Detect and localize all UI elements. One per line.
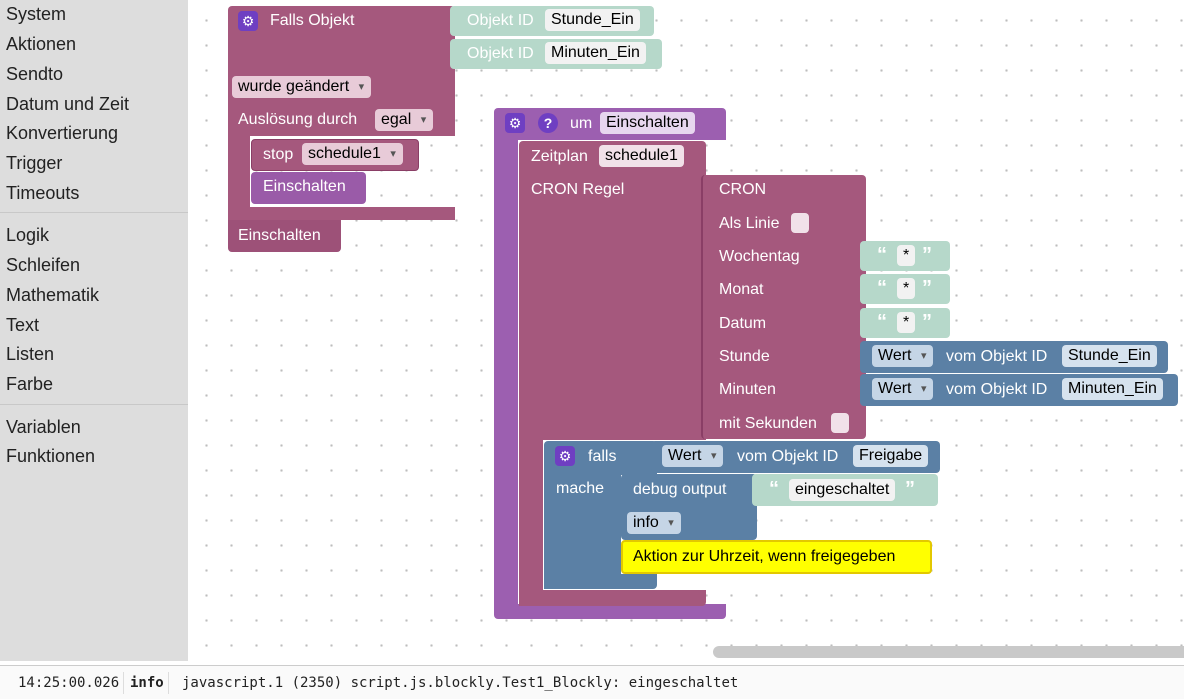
if-block-bottom — [544, 574, 657, 589]
open-quote-icon: “ — [877, 277, 887, 299]
category-system[interactable]: System — [6, 4, 67, 24]
open-quote-icon: “ — [877, 311, 887, 333]
object-id-field[interactable]: Freigabe — [853, 445, 929, 467]
call-function-label: Einschalten — [263, 178, 346, 195]
category-aktionen[interactable]: Aktionen — [6, 34, 77, 54]
trigger-block[interactable] — [228, 6, 455, 36]
close-quote-icon: ” — [922, 277, 932, 299]
close-quote-icon: ” — [922, 311, 932, 333]
object-id-label: Objekt ID — [467, 45, 534, 62]
debug-level-dropdown[interactable]: info — [627, 512, 681, 534]
close-quote-icon: ” — [922, 244, 932, 266]
changed-dropdown[interactable]: wurde geändert — [232, 76, 372, 98]
comment-text: Aktion zur Uhrzeit, wenn freigegeben — [633, 548, 896, 565]
comment-block[interactable] — [621, 540, 932, 574]
from-object-label: vom Objekt ID — [946, 381, 1048, 398]
cron-rule-label: CRON Regel — [531, 181, 625, 198]
object-id-field[interactable]: Stunde_Ein — [545, 9, 640, 31]
category-trigger[interactable]: Trigger — [6, 153, 63, 173]
trigger-by-label: Auslösung durch — [238, 111, 358, 128]
if-label: falls — [588, 448, 617, 465]
star-field[interactable]: * — [897, 312, 916, 333]
trigger-block-spine — [228, 136, 250, 220]
cron-title: CRON — [719, 181, 767, 198]
schedule-block-body[interactable] — [519, 175, 706, 440]
do-label: mache — [556, 480, 605, 497]
object-id-field[interactable]: Minuten_Ein — [1062, 378, 1163, 400]
cron-block[interactable] — [701, 175, 866, 439]
with-seconds-label: mit Sekunden — [719, 415, 817, 432]
category-separator — [0, 404, 188, 405]
object-id-field[interactable]: Stunde_Ein — [1062, 345, 1157, 367]
horizontal-scrollbar[interactable] — [713, 646, 1184, 658]
weekday-label: Wochentag — [719, 248, 800, 265]
schedule-block-spine — [519, 440, 543, 606]
trigger-block-bottom — [228, 207, 455, 220]
schedule-block-bottom — [519, 590, 706, 606]
open-quote-icon: “ — [877, 244, 887, 266]
gear-icon[interactable]: ⚙ — [505, 113, 525, 133]
toolbox-sidebar: System Aktionen Sendto Datum und Zeit Ko… — [0, 0, 188, 661]
category-logik[interactable]: Logik — [6, 225, 50, 245]
value-dropdown[interactable]: Wert — [872, 345, 934, 367]
trigger-block-footer[interactable] — [228, 220, 341, 252]
stop-schedule-dropdown[interactable]: schedule1 — [302, 143, 403, 165]
category-datum-und-zeit[interactable]: Datum und Zeit — [6, 94, 130, 114]
category-listen[interactable]: Listen — [6, 344, 55, 364]
log-bar: 14:25:00.026 info javascript.1 (2350) sc… — [0, 665, 1184, 699]
value-dropdown[interactable]: Wert — [872, 378, 934, 400]
category-schleifen[interactable]: Schleifen — [6, 255, 81, 275]
category-separator — [0, 212, 188, 213]
month-label: Monat — [719, 281, 764, 298]
function-name-field[interactable]: Einschalten — [600, 112, 695, 134]
date-label: Datum — [719, 315, 767, 332]
close-quote-icon: ” — [905, 478, 915, 500]
debug-label: debug output — [633, 481, 727, 498]
category-timeouts[interactable]: Timeouts — [6, 183, 80, 203]
gear-icon[interactable]: ⚙ — [555, 446, 575, 466]
category-text[interactable]: Text — [6, 315, 40, 335]
schedule-label: Zeitplan — [531, 148, 588, 165]
value-dropdown[interactable]: Wert — [662, 445, 724, 467]
trigger-title: Falls Objekt — [270, 12, 355, 29]
help-icon[interactable]: ? — [538, 113, 558, 133]
hour-label: Stunde — [719, 348, 770, 365]
as-line-checkbox[interactable] — [791, 213, 809, 233]
trigger-by-dropdown[interactable]: egal — [375, 109, 434, 131]
category-sendto[interactable]: Sendto — [6, 64, 64, 84]
with-seconds-checkbox[interactable] — [831, 413, 849, 433]
if-block-body[interactable] — [544, 475, 621, 589]
from-object-label: vom Objekt ID — [946, 348, 1048, 365]
category-mathematik[interactable]: Mathematik — [6, 285, 100, 305]
category-funktionen[interactable]: Funktionen — [6, 446, 96, 466]
open-quote-icon: “ — [769, 478, 779, 500]
star-field[interactable]: * — [897, 278, 916, 299]
object-id-label: Objekt ID — [467, 12, 534, 29]
minutes-label: Minuten — [719, 381, 776, 398]
footer-shade — [228, 220, 341, 252]
category-konvertierung[interactable]: Konvertierung — [6, 123, 119, 143]
category-farbe[interactable]: Farbe — [6, 374, 54, 394]
gear-icon[interactable]: ⚙ — [238, 11, 258, 31]
from-object-label: vom Objekt ID — [737, 448, 839, 465]
function-block-spine — [494, 140, 518, 604]
function-block-bottom — [494, 604, 726, 619]
log-level: info — [126, 672, 169, 694]
category-variablen[interactable]: Variablen — [6, 417, 81, 437]
debug-text-field[interactable]: eingeschaltet — [789, 479, 896, 501]
blockly-workspace[interactable]: ⚙ Falls Objekt Objekt ID Stunde_Ein Obje… — [188, 0, 1184, 661]
footer-label: Einschalten — [238, 227, 321, 244]
schedule-name-field[interactable]: schedule1 — [599, 145, 684, 167]
call-function-block[interactable] — [251, 172, 366, 204]
log-time: 14:25:00.026 — [14, 672, 125, 694]
stop-label: stop — [263, 146, 294, 163]
log-message: javascript.1 (2350) script.js.blockly.Te… — [182, 675, 739, 691]
object-id-field[interactable]: Minuten_Ein — [545, 42, 646, 64]
star-field[interactable]: * — [897, 245, 916, 266]
function-prefix: um — [570, 115, 593, 132]
as-line-label: Als Linie — [719, 215, 780, 232]
